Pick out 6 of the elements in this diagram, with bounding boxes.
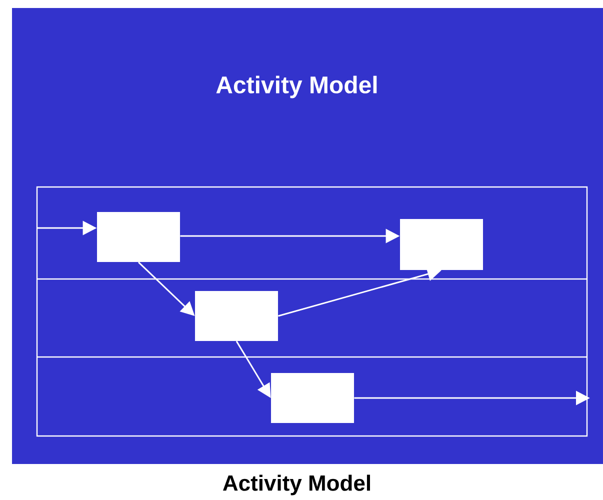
- activity-box: [97, 212, 180, 262]
- activity-box: [195, 291, 278, 341]
- caption: Activity Model: [222, 474, 370, 496]
- slide-title: Activity Model: [216, 76, 377, 98]
- activity-box: [271, 373, 354, 423]
- activity-box: [400, 219, 483, 270]
